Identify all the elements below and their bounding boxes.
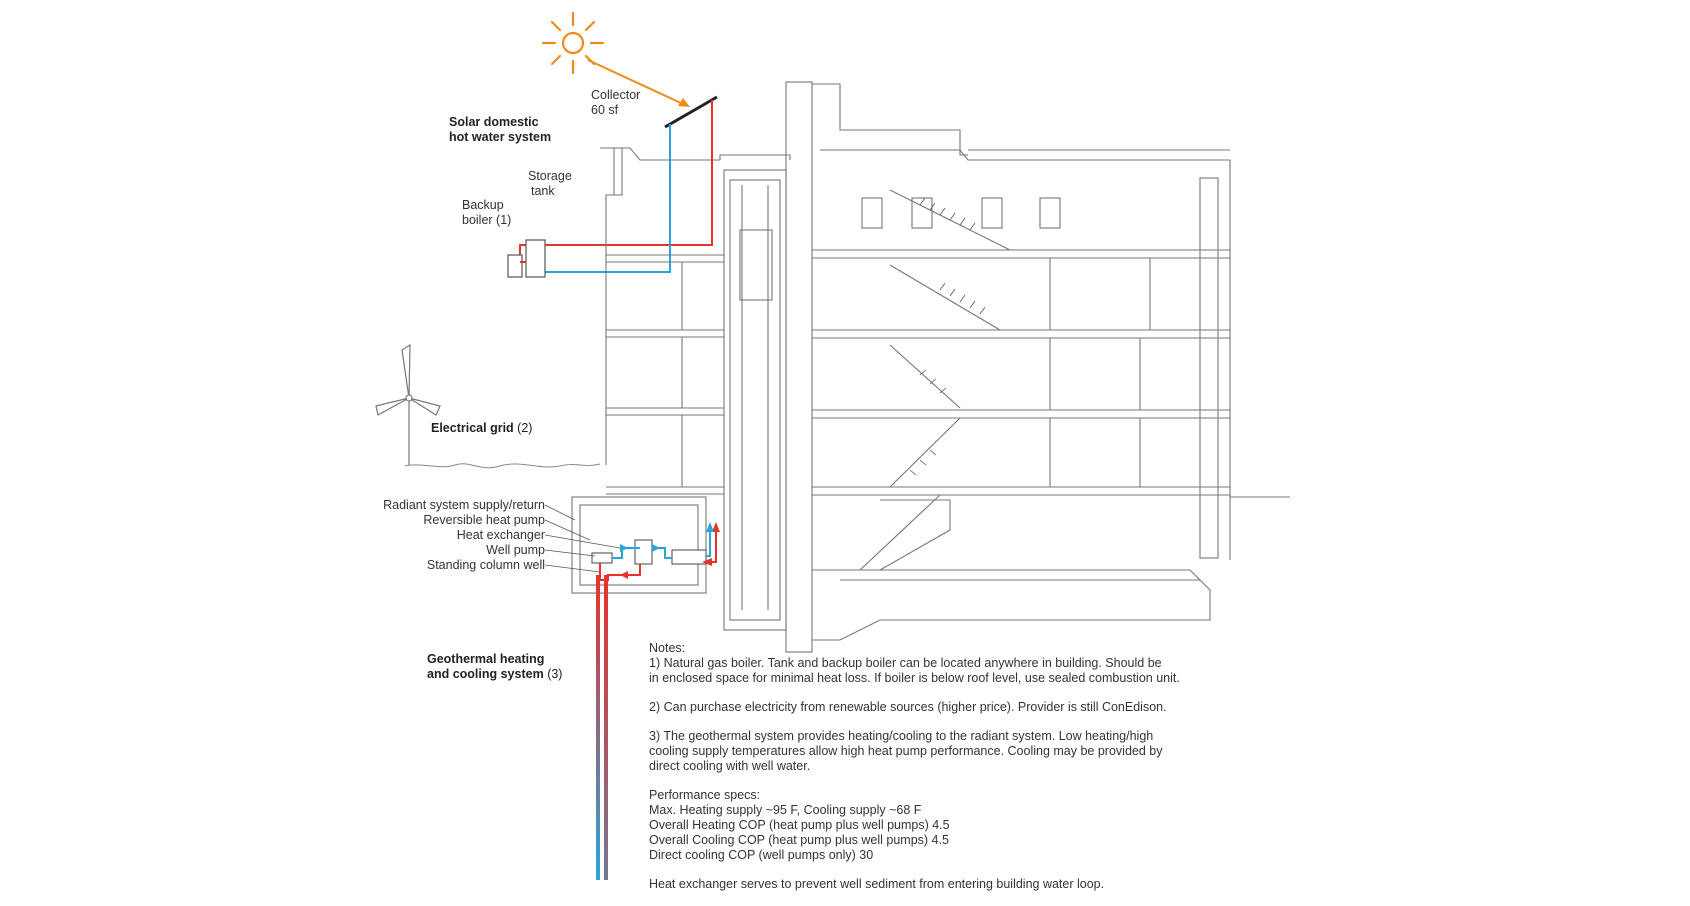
ground-line [404,463,601,469]
note-1: 1) Natural gas boiler. Tank and backup b… [649,656,1269,686]
well-pump-label: Well pump [486,543,545,557]
notes-block: Notes: 1) Natural gas boiler. Tank and b… [649,641,1269,906]
notes-heading: Notes: [649,641,686,655]
backup-boiler-label: Backup [462,198,504,212]
spec-2: Overall Heating COP (heat pump plus well… [649,818,950,832]
geothermal-title-2: and cooling system (3) [427,667,563,681]
specs-heading: Performance specs: [649,788,761,802]
sun-icon [541,11,605,75]
storage-tank-label: Storage [528,169,572,183]
sun-ray-arrow [587,59,690,107]
flow-arrows [620,522,720,579]
wind-turbine-icon [375,343,441,465]
backup-boiler [507,254,523,278]
radiant-system-label: Radiant system supply/return [383,498,545,512]
stair-treads [909,197,986,476]
collector-area-label: 60 sf [591,103,619,117]
collector-label: Collector [591,88,641,102]
note-2: 2) Can purchase electricity from renewab… [649,700,1167,714]
note-3: 3) The geothermal system provides heatin… [649,729,1269,774]
solar-collector [664,95,718,129]
spec-1: Max. Heating supply ~95 F, Cooling suppl… [649,803,922,817]
geothermal-equipment [591,539,707,565]
building-section [571,81,1290,653]
standing-column-label: Standing column well [426,558,545,572]
standing-column-well [596,575,608,880]
note-1-line-2: in enclosed space for minimal heat loss.… [649,671,1180,685]
storage-tank [525,239,546,278]
geothermal-title: Geothermal heating [427,652,545,666]
electrical-grid-label: Electrical grid (2) [431,421,533,435]
heat-exchanger-label: Heat exchanger [456,528,545,542]
note-1-line-1: 1) Natural gas boiler. Tank and backup b… [649,656,1162,670]
final-note: Heat exchanger serves to prevent well se… [649,877,1105,891]
solar-system-title-2: hot water system [449,130,552,144]
leader-lines [544,504,621,573]
performance-specs: Performance specs: Max. Heating supply ~… [649,788,1269,863]
spec-3: Overall Cooling COP (heat pump plus well… [649,833,949,847]
storage-tank-label-2: tank [531,184,555,198]
note-3-line-2: cooling supply temperatures allow high h… [649,744,1163,758]
note-3-line-1: 3) The geothermal system provides heatin… [649,729,1154,743]
reversible-heat-pump-label: Reversible heat pump [423,513,545,527]
solar-system-title: Solar domestic [449,115,539,129]
note-3-line-3: direct cooling with well water. [649,759,811,773]
spec-4: Direct cooling COP (well pumps only) 30 [649,848,874,862]
backup-boiler-label-2: boiler (1) [462,213,512,227]
